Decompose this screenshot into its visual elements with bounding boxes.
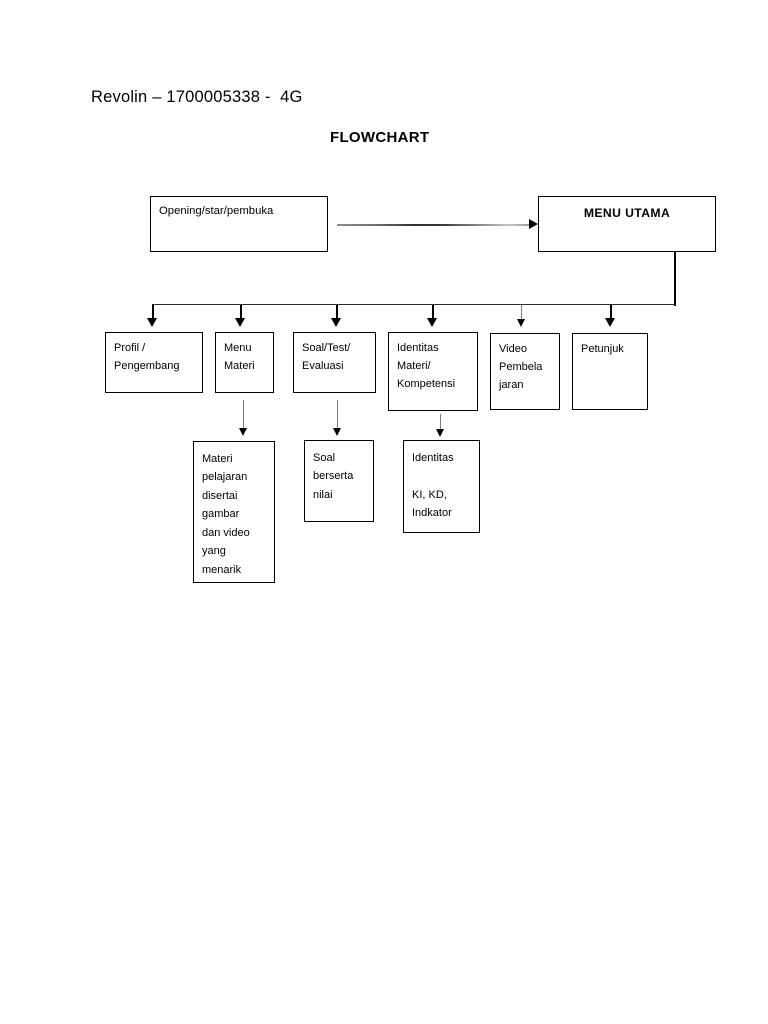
edge-identitas-to-detail-arrowhead-icon — [436, 429, 444, 437]
bus-drop-5-line — [521, 305, 523, 321]
edge-menu-utama-drop-line — [674, 252, 676, 306]
node-materi-detail-label: Materi pelajaran disertai gambar dan vid… — [202, 453, 250, 576]
edge-opening-to-menu-line — [337, 224, 532, 226]
bus-drop-6-arrowhead-icon — [605, 318, 615, 327]
bus-drop-3-arrowhead-icon — [331, 318, 341, 327]
node-menu-materi[interactable]: Menu Materi — [215, 332, 274, 393]
bus-drop-6-line — [610, 305, 612, 320]
node-profil-pengembang[interactable]: Profil / Pengembang — [105, 332, 203, 393]
page-title: FLOWCHART — [330, 129, 430, 146]
edge-menu-materi-to-detail-arrowhead-icon — [239, 428, 247, 436]
node-soal-berserta-nilai[interactable]: Soal berserta nilai — [304, 440, 374, 522]
bus-drop-5-arrowhead-icon — [517, 319, 525, 327]
distribution-bus-line — [152, 304, 676, 322]
node-identitas-materi-kompetensi[interactable]: Identitas Materi/ Kompetensi — [388, 332, 478, 411]
node-materi-detail[interactable]: Materi pelajaran disertai gambar dan vid… — [193, 441, 275, 583]
bus-drop-2-arrowhead-icon — [235, 318, 245, 327]
bus-drop-3-line — [336, 305, 338, 320]
edge-soal-test-to-nilai-line — [337, 400, 339, 430]
node-soal-test-evaluasi-label: Soal/Test/ Evaluasi — [302, 342, 351, 372]
node-identitas-materi-kompetensi-label: Identitas Materi/ Kompetensi — [397, 342, 456, 390]
node-menu-materi-label: Menu Materi — [224, 342, 255, 372]
node-profil-pengembang-label: Profil / Pengembang — [114, 342, 180, 372]
node-petunjuk-label: Petunjuk — [581, 343, 624, 355]
edge-soal-test-to-nilai-arrowhead-icon — [333, 428, 341, 436]
bus-drop-4-arrowhead-icon — [427, 318, 437, 327]
edge-menu-materi-to-detail-line — [243, 400, 245, 430]
bus-drop-1-arrowhead-icon — [147, 318, 157, 327]
node-soal-berserta-nilai-label: Soal berserta nilai — [313, 452, 354, 501]
node-opening[interactable]: Opening/star/pembuka — [150, 196, 328, 252]
edge-opening-to-menu-arrowhead-icon — [529, 219, 538, 229]
node-menu-utama[interactable]: MENU UTAMA — [538, 196, 716, 252]
node-petunjuk[interactable]: Petunjuk — [572, 333, 648, 410]
node-video-pembelajaran-label: Video Pembela jaran — [499, 343, 543, 391]
bus-drop-2-line — [240, 305, 242, 320]
node-identitas-detail-label: Identitas KI, KD, Indkator — [412, 452, 454, 520]
node-opening-label: Opening/star/pembuka — [159, 205, 274, 217]
bus-drop-1-line — [152, 304, 154, 320]
node-menu-utama-label: MENU UTAMA — [583, 206, 671, 220]
node-video-pembelajaran[interactable]: Video Pembela jaran — [490, 333, 560, 410]
edge-identitas-to-detail-line — [440, 414, 442, 432]
bus-drop-4-line — [432, 305, 434, 320]
node-soal-test-evaluasi[interactable]: Soal/Test/ Evaluasi — [293, 332, 376, 393]
node-identitas-detail[interactable]: Identitas KI, KD, Indkator — [403, 440, 480, 533]
author-line: Revolin – 1700005338 - 4G — [91, 88, 303, 106]
